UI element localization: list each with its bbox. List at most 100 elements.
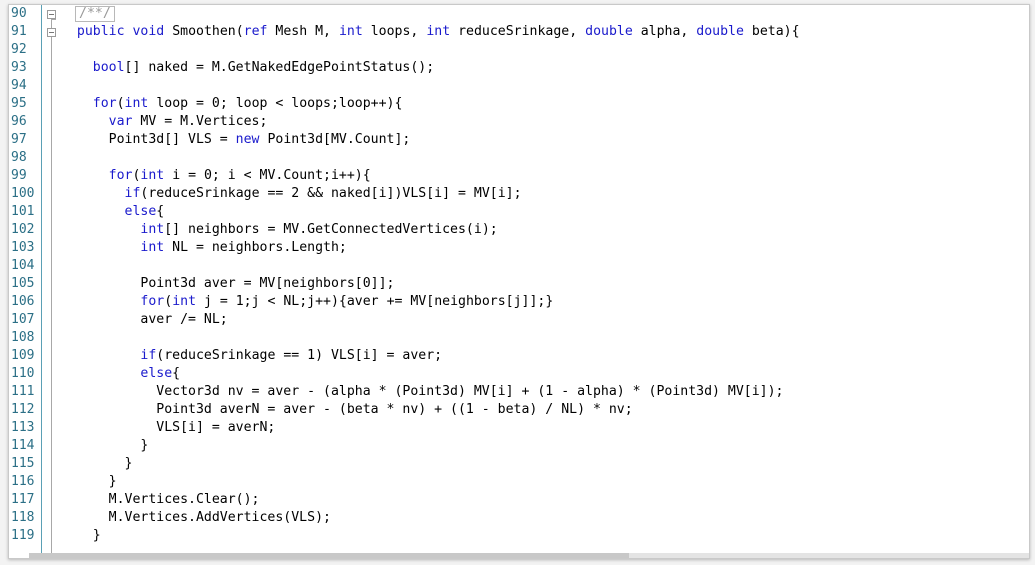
code-token: [] naked = M.GetNakedEdgePointStatus(); [124,60,435,75]
line-number: 105 [11,276,35,291]
code-token: aver /= NL; [61,312,228,327]
code-token: Point3d[] VLS = [61,132,236,147]
code-token: Vector3d nv = aver - (alpha * (Point3d) … [61,384,784,399]
line-number: 116 [11,474,35,489]
code-keyword: else [140,366,173,381]
code-line: } [61,527,101,545]
code-token [61,114,109,129]
code-keyword: else [124,204,157,219]
code-keyword: public [76,24,125,39]
code-line: if(reduceSrinkage == 2 && naked[i])VLS[i… [61,185,522,203]
code-token: MV = M.Vertices; [132,114,268,129]
code-keyword: int [426,24,451,39]
code-line: int NL = neighbors.Length; [61,239,347,257]
code-keyword: if [140,348,157,363]
code-line: } [61,455,133,473]
code-token: } [61,528,101,543]
code-token [61,204,125,219]
code-line: aver /= NL; [61,311,228,329]
line-number: 99 [11,168,27,183]
line-number: 108 [11,330,35,345]
code-token: i = 0; i < MV.Count;i++){ [164,168,371,183]
line-number: 101 [11,204,35,219]
code-keyword: for [140,294,165,309]
code-line: for(int i = 0; i < MV.Count;i++){ [61,167,371,185]
code-token: Point3d aver = MV[neighbors[0]]; [61,276,395,291]
code-token: ( [116,96,125,111]
code-keyword: int [140,168,165,183]
code-token: NL = neighbors.Length; [164,240,347,255]
code-token [61,186,125,201]
code-line: } [61,437,148,455]
code-token: reduceSrinkage, [450,24,586,39]
line-number: 102 [11,222,35,237]
code-token: j = 1;j < NL;j++){aver += MV[neighbors[j… [196,294,554,309]
code-keyword: ref [243,24,268,39]
code-token: (reduceSrinkage == 2 && naked[i])VLS[i] … [140,186,522,201]
line-number: 95 [11,96,27,111]
code-token: } [61,438,149,453]
line-number: 93 [11,60,27,75]
fold-margin [42,5,62,558]
code-token: Smoothen( [164,24,244,39]
code-token: Point3d[MV.Count]; [259,132,411,147]
code-token: ( [164,294,173,309]
horizontal-scrollbar-thumb[interactable] [29,553,629,558]
code-keyword: int [338,24,363,39]
fold-collapse-icon[interactable] [47,10,56,19]
code-line: public void Smoothen(ref Mesh M, int loo… [61,23,800,41]
code-line: else{ [61,365,180,383]
code-line: else{ [61,203,165,221]
code-line: /**/ [61,5,115,23]
code-token: (reduceSrinkage == 1) VLS[i] = aver; [156,348,443,363]
fold-guide-line [51,19,52,28]
line-number: 112 [11,402,35,417]
line-number: 90 [11,6,27,21]
code-token: Point3d averN = aver - (beta * nv) + ((1… [61,402,633,417]
code-keyword: var [108,114,133,129]
code-token [61,60,93,75]
code-token: { [172,366,181,381]
code-keyword: double [696,24,744,39]
code-token: M.Vertices.AddVertices(VLS); [61,510,331,525]
code-token: beta){ [743,24,800,39]
code-line: Vector3d nv = aver - (alpha * (Point3d) … [61,383,784,401]
code-line: int[] neighbors = MV.GetConnectedVertice… [61,221,497,239]
code-token [61,294,140,309]
code-token [61,366,140,381]
code-keyword: int [140,222,165,237]
line-number: 119 [11,528,35,543]
code-token: alpha, [632,24,697,39]
fold-collapse-icon[interactable] [47,28,56,37]
code-line: Point3d[] VLS = new Point3d[MV.Count]; [61,131,411,149]
line-number: 110 [11,366,35,381]
line-number: 111 [11,384,35,399]
fold-guide-line [51,37,52,558]
line-number: 106 [11,294,35,309]
code-token [61,24,77,39]
line-number: 115 [11,456,35,471]
code-token: } [61,474,117,489]
line-number: 109 [11,348,35,363]
code-area[interactable]: /**/ public void Smoothen(ref Mesh M, in… [61,5,1029,558]
code-token: Mesh M, [267,24,339,39]
line-number: 96 [11,114,27,129]
code-line: for(int j = 1;j < NL;j++){aver += MV[nei… [61,293,553,311]
line-number: 98 [11,150,27,165]
fold-guide-tick [51,19,56,20]
code-line: VLS[i] = averN; [61,419,275,437]
code-keyword: void [132,24,165,39]
horizontal-scrollbar[interactable] [29,553,1029,558]
line-number: 100 [11,186,35,201]
code-keyword: int [172,294,197,309]
line-number: 103 [11,240,35,255]
line-number: 118 [11,510,35,525]
line-number: 97 [11,132,27,147]
code-token: M.Vertices.Clear(); [61,492,260,507]
line-number: 91 [11,24,27,39]
code-line: bool[] naked = M.GetNakedEdgePointStatus… [61,59,434,77]
code-keyword: int [140,240,165,255]
code-keyword: double [585,24,633,39]
